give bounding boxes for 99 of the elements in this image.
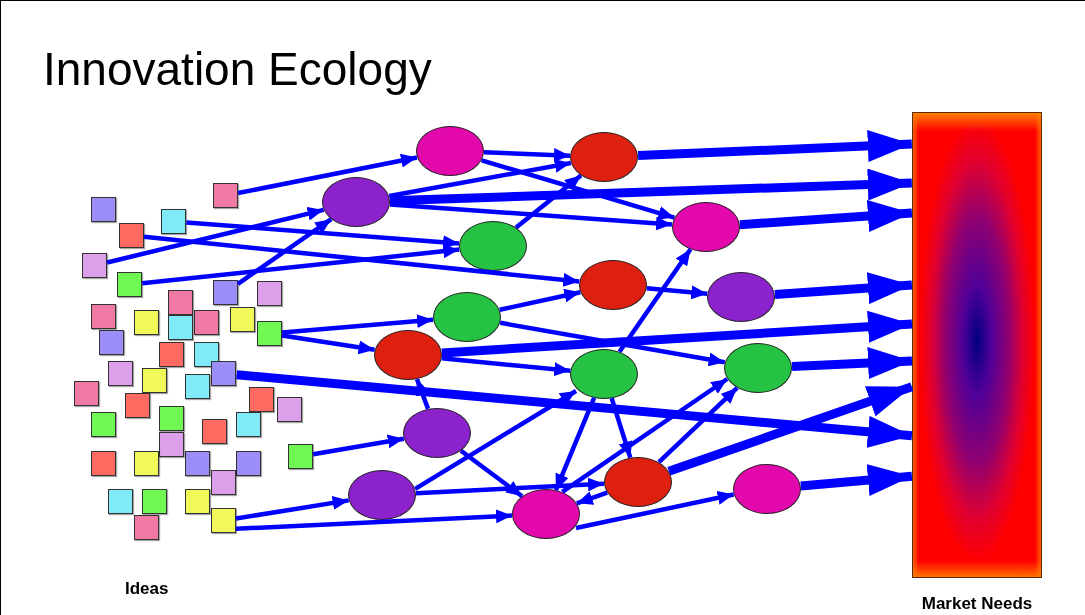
idea-square: [249, 387, 274, 412]
ellipse-node: [672, 202, 740, 252]
arrow: [414, 378, 431, 410]
idea-square: [99, 330, 124, 355]
thick-arrow: [667, 382, 914, 476]
arrow: [143, 234, 580, 287]
idea-square: [213, 183, 238, 208]
arrow: [576, 490, 608, 506]
arrow: [499, 320, 726, 367]
thick-arrow: [791, 347, 913, 380]
idea-square: [277, 397, 302, 422]
idea-square: [134, 515, 159, 540]
arrow: [481, 158, 675, 220]
arrow: [106, 206, 325, 265]
thick-arrow: [774, 272, 913, 305]
arrow: [483, 148, 571, 163]
idea-square: [159, 406, 184, 431]
idea-square: [108, 361, 133, 386]
idea-square: [74, 381, 99, 406]
idea-square: [91, 451, 116, 476]
arrow: [236, 217, 333, 286]
arrow: [415, 477, 605, 496]
idea-square: [185, 451, 210, 476]
idea-square: [211, 508, 236, 533]
idea-square: [142, 489, 167, 514]
ellipse-node: [374, 330, 442, 380]
arrow: [414, 389, 578, 491]
ellipse-node: [348, 470, 416, 520]
idea-square: [91, 412, 116, 437]
idea-square: [159, 432, 184, 457]
idea-square: [202, 419, 227, 444]
ellipse-node: [570, 349, 638, 399]
arrow: [561, 377, 729, 494]
idea-square: [168, 290, 193, 315]
arrow: [553, 397, 597, 491]
idea-square: [82, 253, 107, 278]
idea-square: [159, 342, 184, 367]
idea-square: [142, 368, 167, 393]
arrow: [609, 397, 633, 459]
idea-square: [161, 209, 186, 234]
ellipse-node: [604, 457, 672, 507]
thick-arrow: [389, 168, 912, 206]
arrow: [186, 220, 460, 250]
arrow: [646, 285, 708, 300]
idea-square: [185, 489, 210, 514]
idea-square: [211, 470, 236, 495]
idea-square: [211, 361, 236, 386]
arrow: [575, 491, 735, 531]
bar-label: Market Needs: [921, 594, 1033, 614]
thick-arrow: [441, 310, 913, 358]
thick-arrow: [637, 129, 912, 162]
idea-square: [194, 342, 219, 367]
arrow: [388, 158, 572, 199]
idea-square: [236, 451, 261, 476]
ellipse-node: [512, 489, 580, 539]
group-label: Ideas: [125, 579, 169, 599]
idea-square: [257, 281, 282, 306]
arrow: [281, 333, 375, 355]
idea-square: [134, 310, 159, 335]
idea-square: [230, 307, 255, 332]
arrow: [389, 202, 673, 231]
ellipse-node: [433, 292, 501, 342]
arrow: [312, 434, 405, 457]
idea-square: [91, 304, 116, 329]
arrow: [237, 153, 418, 196]
arrow: [459, 449, 524, 498]
arrow: [499, 288, 581, 312]
idea-square: [108, 489, 133, 514]
thick-arrow: [739, 200, 913, 232]
idea-square: [185, 374, 210, 399]
idea-square: [213, 280, 238, 305]
arrow: [235, 509, 513, 532]
ellipse-node: [403, 408, 471, 458]
idea-square: [91, 197, 116, 222]
idea-square: [257, 321, 282, 346]
title: Innovation Ecology: [43, 42, 432, 97]
idea-square: [194, 310, 219, 335]
arrow: [281, 314, 434, 335]
idea-square: [134, 451, 159, 476]
arrow: [141, 244, 460, 286]
ellipse-node: [416, 126, 484, 176]
thick-arrow: [800, 464, 913, 496]
idea-square: [288, 444, 313, 469]
arrow: [235, 496, 350, 521]
idea-square: [125, 393, 150, 418]
arrow: [657, 386, 739, 464]
ellipse-node: [459, 221, 527, 271]
idea-square: [117, 272, 142, 297]
idea-square: [119, 223, 144, 248]
ellipse-node: [724, 343, 792, 393]
thick-arrow: [236, 370, 913, 448]
ellipse-node: [570, 132, 638, 182]
idea-square: [168, 315, 193, 340]
ellipse-node: [579, 260, 647, 310]
arrow: [514, 173, 583, 230]
arrow: [617, 248, 693, 353]
idea-square: [236, 412, 261, 437]
ellipse-node: [322, 177, 390, 227]
arrow: [441, 356, 571, 377]
